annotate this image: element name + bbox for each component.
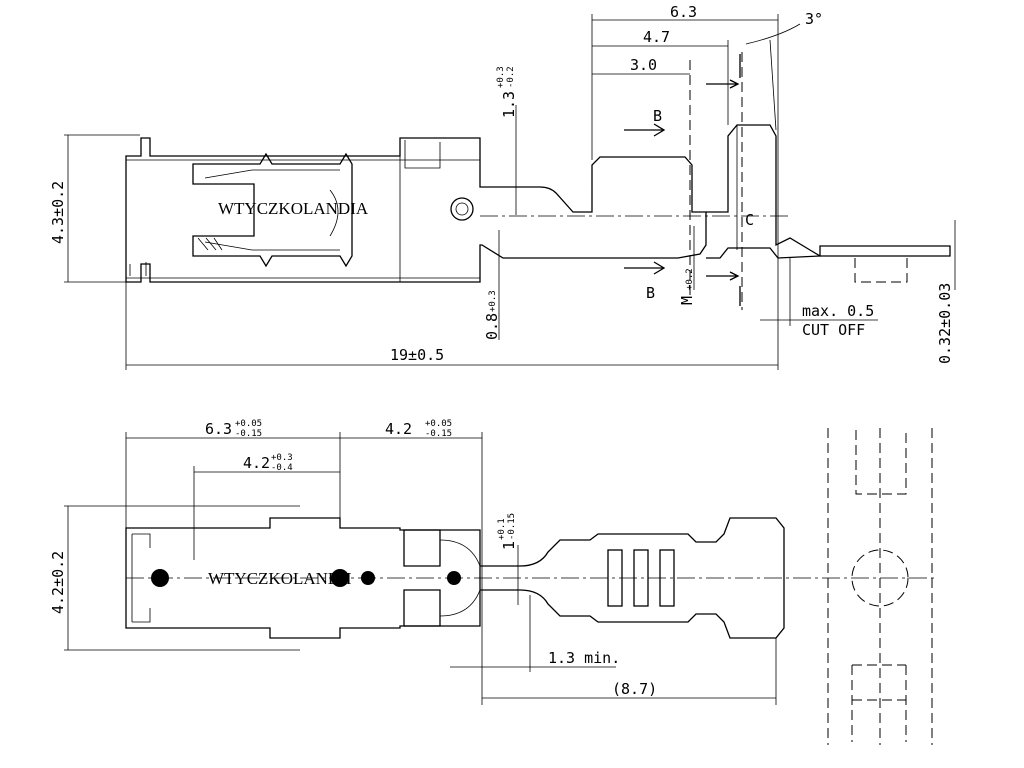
dim-4-2-right-tol-dn: -0.15 [425, 429, 452, 439]
dim-m-tol: +0.2 [685, 268, 695, 290]
dim-4-2-right-tol-up: +0.05 [425, 419, 452, 429]
dim-0-8-tol: +0.3 [488, 290, 498, 312]
marker-dot-1 [151, 569, 169, 587]
carrier-tab-bottom [851, 664, 907, 742]
dim-m: M [678, 296, 696, 305]
bottom-windows [403, 529, 441, 627]
dim-angle: 3° [805, 10, 823, 28]
top-hole-inner [455, 202, 469, 216]
top-body-notch-bottom [129, 262, 147, 276]
top-crimp-claw [706, 124, 823, 259]
watermark-top: WTYCZKOLANDIA [218, 199, 369, 218]
dim-0-32: 0.32±0.03 [936, 283, 954, 364]
marker-dot-4 [447, 571, 461, 585]
top-claw-angle [769, 39, 777, 131]
dim-4-2-right: 4.2 [385, 420, 412, 438]
dim-height-main: 4.3±0.2 [49, 181, 67, 244]
top-view: B B C 6.3 4.7 3.0 3° 4.3±0.2 1.3 +0.3 -0… [49, 3, 956, 370]
top-latch-hatch [197, 237, 223, 251]
section-c-bottom-bracket [706, 271, 741, 306]
dim-width-1: 1 [500, 541, 518, 550]
section-b-bottom-arrow [624, 261, 666, 275]
dim-1-3: 1.3 [500, 91, 518, 118]
top-latch-inner [204, 169, 340, 251]
section-c-mid-label: C [745, 211, 754, 229]
dim-width-1-tol-up: +0.1 [497, 518, 507, 540]
top-carrier-dash [854, 258, 908, 283]
dim-4-7: 4.7 [643, 28, 670, 46]
dim-width-1-tol-dn: -0.15 [507, 513, 517, 540]
dim-angle-arc [745, 23, 801, 45]
dim-6-3: 6.3 [670, 3, 697, 21]
section-c-top-bracket [706, 54, 741, 89]
dim-1-3-min: 1.3 min. [548, 649, 620, 667]
section-b-top-label: B [653, 107, 662, 125]
dim-4-2-inner: 4.2 [243, 454, 270, 472]
bottom-crimp [480, 517, 785, 639]
top-carrier-strip [819, 245, 951, 257]
bottom-pilot-hole [851, 549, 909, 607]
marker-dot-2 [331, 569, 349, 587]
dim-cutoff-max: max. 0.5 [802, 302, 874, 320]
dim-0-8: 0.8 [483, 313, 501, 340]
watermark-bottom: WTYCZKOLANDII [208, 569, 352, 588]
dim-19: 19±0.5 [390, 346, 444, 364]
top-hole-outer [450, 197, 474, 221]
section-b-bottom-label: B [646, 284, 655, 302]
dim-1-3-tol-up: +0.3 [496, 66, 506, 88]
dim-4-2-inner-tol-up: +0.3 [271, 453, 293, 463]
dim-6-3-tol-dn: -0.15 [235, 429, 262, 439]
dim-1-3-tol-dn: -0.2 [506, 66, 516, 88]
dim-8-7: (8.7) [612, 680, 657, 698]
dim-4-2-inner-tol-dn: -0.4 [271, 463, 293, 473]
top-latch [192, 152, 353, 268]
top-body-outline [125, 137, 707, 283]
dim-3-0: 3.0 [630, 56, 657, 74]
top-body-notch-top [404, 140, 441, 169]
bottom-transition [439, 539, 481, 617]
section-b-top-arrow [624, 123, 666, 137]
marker-dot-3 [361, 571, 375, 585]
dim-6-3-bottom: 6.3 [205, 420, 232, 438]
dim-cutoff-label: CUT OFF [802, 321, 865, 339]
dim-6-3-tol-up: +0.05 [235, 419, 262, 429]
bottom-body-outline [125, 517, 481, 639]
bottom-view: WTYCZKOLANDII 6.3 +0.05 -0.15 4.2 +0.05 … [49, 419, 935, 745]
dim-width-main: 4.2±0.2 [49, 551, 67, 614]
carrier-tab-top [855, 430, 907, 495]
